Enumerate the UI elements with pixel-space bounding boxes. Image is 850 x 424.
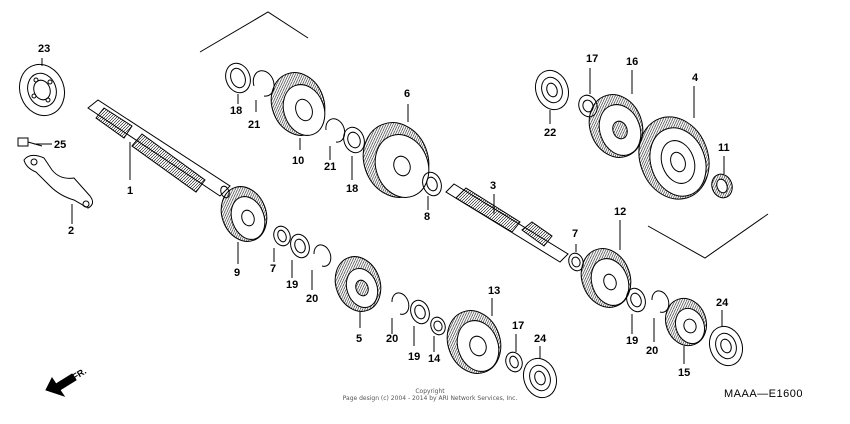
washer-19-right [626, 287, 646, 334]
circlip-20-mid [391, 292, 410, 334]
callout-6: 6 [404, 88, 411, 100]
bearing-22 [534, 69, 570, 124]
gear-13 [446, 298, 502, 374]
needle-bearing-11 [711, 156, 733, 199]
callout-22: 22 [544, 127, 557, 139]
copyright-line-1: Copyright [415, 388, 445, 395]
gear-12 [580, 220, 632, 308]
callout-17-top: 17 [586, 53, 599, 65]
gear-5 [334, 256, 382, 328]
washer-18-mid [343, 126, 365, 180]
bolt-25 [17, 137, 52, 147]
callout-24-bottom: 24 [534, 333, 547, 345]
washer-18-top [225, 62, 251, 104]
gear-10 [270, 72, 326, 150]
bushing-7-left [273, 225, 291, 262]
callout-16: 16 [626, 56, 639, 68]
callout-20-left: 20 [306, 293, 319, 305]
copyright-line-2: Page design (c) 2004 - 2014 by ARI Netwo… [342, 395, 518, 402]
callout-24-right: 24 [716, 297, 729, 309]
copyright-notice: Copyright Page design (c) 2004 - 2014 by… [330, 388, 530, 402]
washer-17-bottom [505, 334, 523, 373]
bushing-14 [430, 316, 446, 352]
callout-20-mid: 20 [386, 333, 399, 345]
callout-7-left: 7 [270, 263, 277, 275]
callout-4: 4 [692, 72, 699, 84]
gear-6 [362, 104, 430, 198]
bushing-7-right [568, 244, 584, 272]
callout-8: 8 [424, 211, 431, 223]
callout-21-mid: 21 [324, 161, 337, 173]
callout-25: 25 [54, 139, 67, 151]
main-shaft-1 [87, 99, 231, 199]
circlip-20-left [311, 244, 332, 290]
group-bracket-top [199, 11, 309, 53]
front-direction-arrow [45, 373, 77, 397]
bushing-8 [422, 171, 442, 210]
bearing-24-right [708, 310, 744, 367]
callout-12: 12 [614, 206, 627, 218]
washer-19-mid [410, 299, 430, 346]
callout-19-left: 19 [286, 279, 299, 291]
callout-3: 3 [490, 180, 497, 192]
bearing-23 [18, 63, 66, 117]
clamp-2 [23, 154, 94, 224]
callout-17-bottom: 17 [512, 320, 525, 332]
gear-16 [588, 70, 644, 158]
circlip-20-right [651, 290, 670, 342]
gear-15 [664, 297, 708, 364]
callout-10: 10 [292, 155, 305, 167]
diagram-code: MAAA—E1600 [724, 388, 803, 400]
callout-18-top: 18 [230, 105, 243, 117]
callout-1: 1 [127, 185, 134, 197]
gear-9 [220, 186, 268, 264]
gear-4 [638, 86, 710, 200]
callout-23: 23 [38, 43, 51, 55]
callout-11: 11 [718, 142, 730, 154]
countershaft-3 [445, 183, 569, 263]
callout-19-mid: 19 [408, 351, 421, 363]
callout-5: 5 [356, 333, 363, 345]
callout-9: 9 [234, 267, 241, 279]
bearing-24-bottom [522, 346, 558, 399]
callout-20-right: 20 [646, 345, 659, 357]
circlip-21-top [252, 70, 275, 112]
callout-15: 15 [678, 367, 691, 379]
callout-18-mid: 18 [346, 183, 359, 195]
washer-19-left [290, 233, 310, 278]
callout-7-right: 7 [572, 228, 579, 240]
circlip-21-mid [325, 118, 346, 160]
group-bracket-right [647, 213, 769, 259]
callout-14: 14 [428, 353, 441, 365]
callout-2: 2 [68, 225, 75, 237]
callout-21-top: 21 [248, 119, 261, 131]
callout-19-right: 19 [626, 335, 639, 347]
callout-13: 13 [488, 285, 501, 297]
